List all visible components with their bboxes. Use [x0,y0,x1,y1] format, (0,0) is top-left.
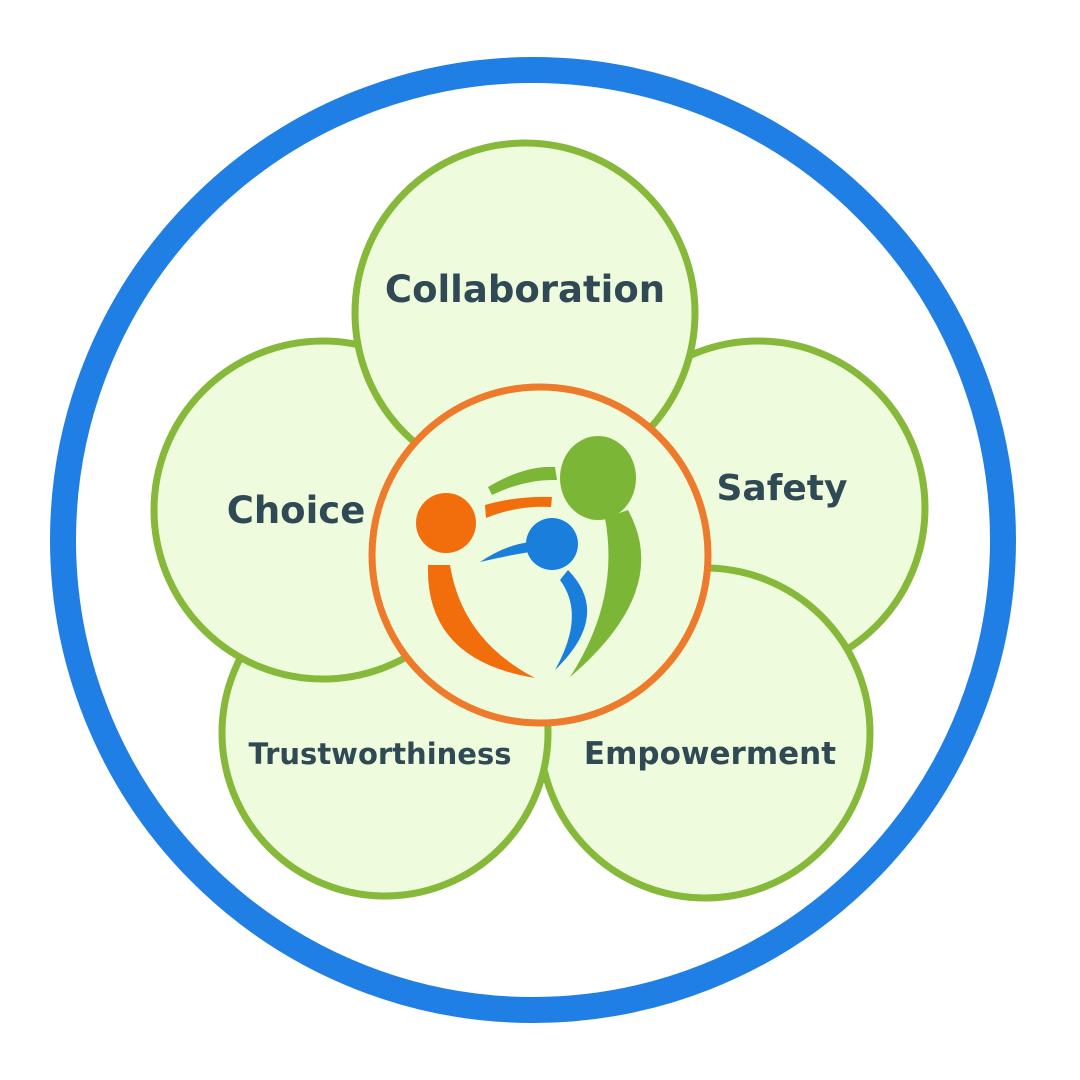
label-trustworthiness: Trustworthiness [249,737,512,771]
label-collaboration: Collaboration [385,268,665,311]
label-safety: Safety [717,468,848,509]
label-choice: Choice [227,489,366,532]
label-empowerment: Empowerment [584,736,836,772]
three-people-embrace-icon [416,436,642,678]
